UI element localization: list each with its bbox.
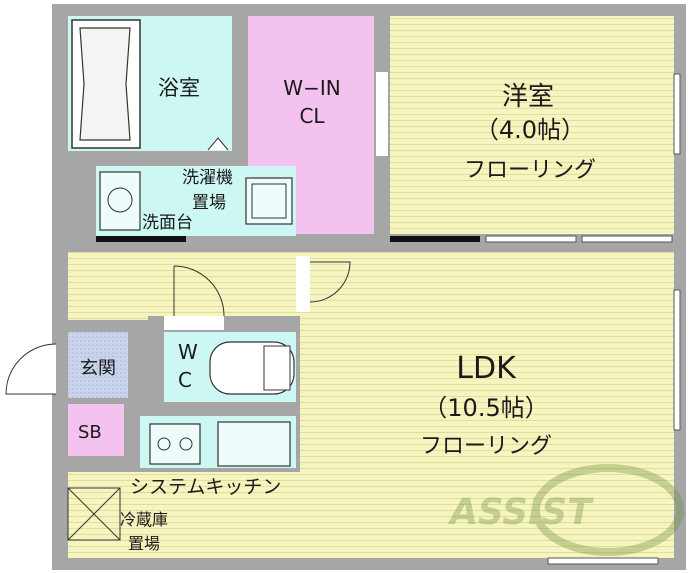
- ldk-size: （10.5帖）: [423, 394, 549, 422]
- sb-area: [68, 404, 124, 456]
- fridge-space-icon: [67, 487, 121, 541]
- sink-icon: [217, 421, 291, 467]
- ldk-door-frame: [296, 256, 310, 312]
- watermark-text: ASSIST: [446, 490, 596, 533]
- assist-watermark-logo: ASSIST: [446, 464, 684, 556]
- wc-label-line2: C: [178, 368, 192, 392]
- closet-label-line2: CL: [299, 104, 325, 128]
- corridor-door-jamb: [164, 316, 224, 330]
- western-room-name: 洋室: [501, 82, 555, 112]
- kitchen-label: システムキッチン: [130, 476, 282, 498]
- western-room-area: [390, 16, 674, 234]
- fridge-space-label-line1: 冷蔵庫: [120, 510, 169, 529]
- entrance-area: [68, 332, 128, 398]
- western-room-flooring: フローリング: [463, 158, 597, 183]
- washer-space-label-line2: 置場: [192, 193, 226, 213]
- burner-icon: [157, 437, 171, 451]
- window-strip: [96, 236, 186, 242]
- washbasin-icon: [99, 171, 141, 231]
- western-room-size: （4.0帖）: [474, 116, 586, 144]
- washer-icon: [245, 177, 293, 225]
- ldk-door-swing: [309, 261, 351, 303]
- window-strip: [673, 73, 681, 155]
- washer-inner-icon: [251, 183, 287, 219]
- toilet-icon: [209, 341, 295, 395]
- wc-label-line1: W: [178, 340, 198, 364]
- basin-bowl-icon: [107, 187, 133, 213]
- corridor-door-swing: [173, 265, 225, 317]
- bathtub-icon: [71, 19, 141, 149]
- washbasin-label: 洗面台: [142, 213, 193, 233]
- window-strip: [485, 235, 577, 243]
- window-strip: [547, 557, 659, 565]
- ldk-name: LDK: [456, 351, 516, 386]
- ldk-area: [68, 252, 674, 558]
- entrance-label: 玄関: [80, 358, 116, 379]
- window-strip: [673, 289, 681, 431]
- washer-space-label-line1: 洗濯機: [182, 168, 233, 188]
- window-strip: [581, 235, 673, 243]
- western-door-jamb: [376, 72, 388, 156]
- sb-label: SB: [78, 422, 102, 443]
- ldk-flooring: フローリング: [419, 434, 553, 459]
- fridge-space-label-line2: 置場: [128, 534, 161, 553]
- entrance-door-swing: [5, 343, 57, 395]
- window-strip: [390, 236, 480, 242]
- bath-door: [207, 137, 229, 151]
- burner-icon: [179, 437, 193, 451]
- bathroom-label: 浴室: [158, 76, 200, 100]
- closet-label-line1: W−IN: [283, 76, 341, 100]
